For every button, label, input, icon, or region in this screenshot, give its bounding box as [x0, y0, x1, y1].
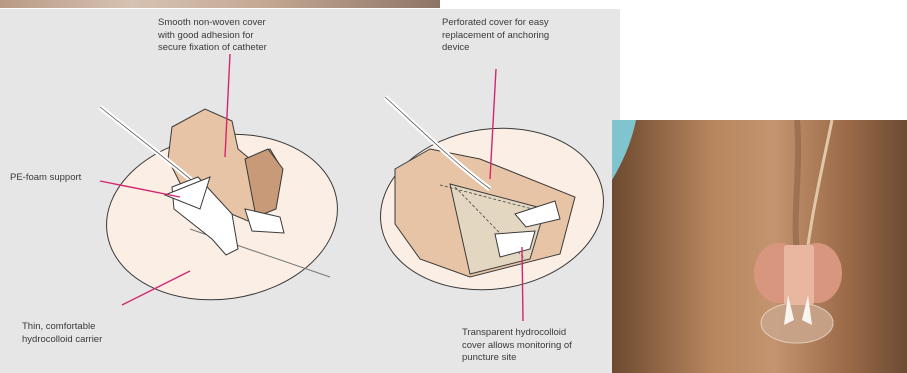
- label-transparent-cover: Transparent hydrocolloid cover allows mo…: [462, 327, 572, 365]
- left-dressing: [96, 107, 349, 314]
- leader-transparent: [522, 247, 523, 321]
- diagram-panel: Smooth non-woven cover with good adhesio…: [0, 9, 620, 373]
- skin: [612, 120, 907, 373]
- right-dressing: [370, 97, 614, 304]
- label-nonwoven-cover: Smooth non-woven cover with good adhesio…: [158, 17, 267, 55]
- label-perforated-cover: Perforated cover for easy replacement of…: [442, 17, 549, 55]
- top-photo-strip: [0, 0, 440, 8]
- label-hydrocolloid-carrier: Thin, comfortable hydrocolloid carrier: [22, 321, 102, 346]
- product-photo: [612, 120, 907, 373]
- hydrocolloid-base-photo: [761, 303, 833, 343]
- label-pe-foam-support: PE-foam support: [10, 172, 81, 185]
- photo-drawing: [612, 120, 907, 373]
- dressing-diagram: [0, 9, 620, 373]
- dressing-center: [784, 245, 814, 305]
